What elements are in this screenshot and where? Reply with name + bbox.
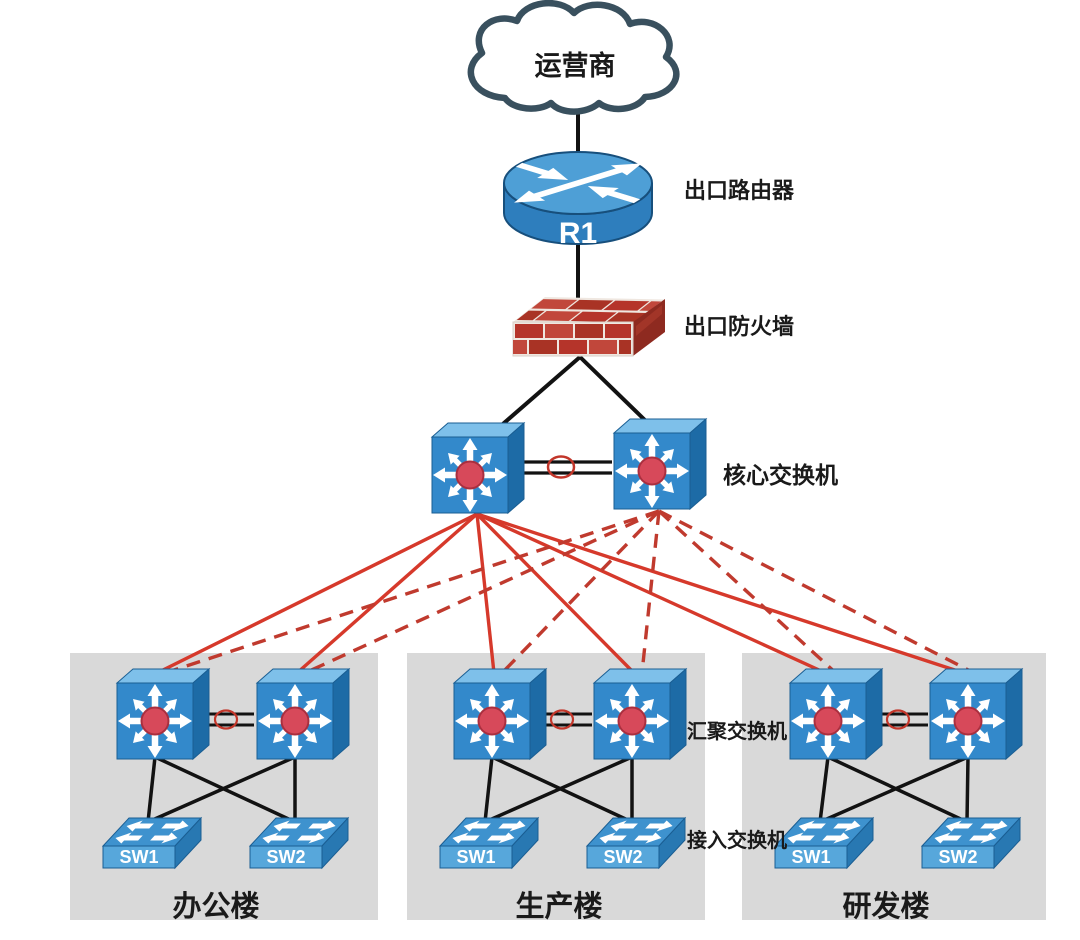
rnd-sw2-label: SW2 — [938, 847, 977, 867]
exit-router-label: 出口路由器 — [684, 178, 795, 203]
red-link-dashed — [500, 509, 661, 675]
rnd-agg-switch-1 — [790, 669, 882, 759]
rnd-links — [818, 709, 970, 824]
exit-firewall — [512, 297, 665, 357]
office-agg-switch-1 — [117, 669, 209, 759]
agg-stack-ring — [213, 709, 239, 730]
red-link-dashed — [164, 509, 660, 675]
office-sw1-label: SW1 — [119, 847, 158, 867]
router-arrows-icon — [514, 162, 642, 204]
exit-firewall-label: 出口防火墙 — [684, 314, 794, 339]
aggregation-switch-label: 汇聚交换机 — [687, 719, 787, 743]
firewall-top — [513, 297, 665, 325]
red-link-solid — [476, 512, 971, 677]
red-link-dashed — [658, 509, 979, 677]
agg-stack-ring — [549, 709, 575, 730]
router-name-label: R1 — [559, 217, 597, 250]
firewall-front — [512, 321, 634, 357]
office-building-label: 办公楼 — [172, 890, 259, 923]
access-switch-label: 接入交换机 — [687, 828, 787, 852]
production-sw2-label: SW2 — [603, 847, 642, 867]
trunk-links — [494, 92, 654, 432]
red-link-dashed — [657, 509, 840, 677]
red-link-solid — [475, 512, 636, 675]
red-link-dashed — [640, 510, 661, 674]
rnd-sw1-label: SW1 — [791, 847, 830, 867]
rnd-agg-switch-2 — [930, 669, 1022, 759]
core-switch-label: 核心交换机 — [723, 462, 838, 488]
core-stack-ring — [546, 455, 576, 479]
firewall-core1-link — [494, 355, 582, 432]
production-building-label: 生产楼 — [515, 890, 602, 923]
red-link-solid — [156, 512, 478, 675]
core1-uplinks-solid — [156, 512, 971, 677]
production-sw1-label: SW1 — [456, 847, 495, 867]
production-agg-switch-2 — [594, 669, 686, 759]
red-link-solid — [475, 513, 496, 674]
firewall-core2-link — [578, 355, 654, 429]
core-stack-link — [510, 455, 612, 479]
core2-uplinks-dashed — [164, 509, 979, 677]
red-link-solid — [476, 512, 831, 677]
cloud-label: 运营商 — [535, 51, 616, 81]
production-agg-switch-1 — [454, 669, 546, 759]
core-switch-1 — [432, 423, 524, 513]
rnd-building-label: 研发楼 — [842, 890, 929, 923]
office-sw2-label: SW2 — [266, 847, 305, 867]
isp-cloud — [467, 0, 680, 115]
exit-router — [503, 151, 653, 245]
red-link-dashed — [304, 509, 660, 675]
core-switch-2 — [614, 419, 706, 509]
red-link-solid — [295, 512, 479, 675]
agg-stack-ring — [885, 709, 911, 730]
diagram-labels: 运营商 R1 出口路由器 出口防火墙 核心交换机 汇聚交换机 接入交换机 办公楼… — [119, 51, 977, 923]
office-agg-switch-2 — [257, 669, 349, 759]
